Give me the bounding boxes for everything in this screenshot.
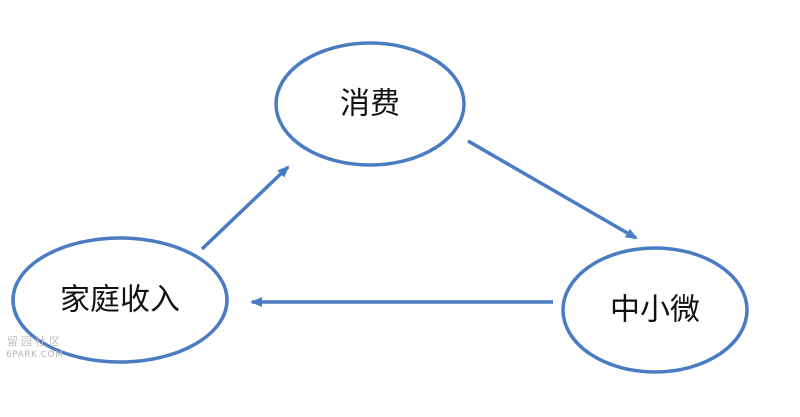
node-consumption: 消费 — [274, 41, 466, 167]
node-household-income: 家庭收入 — [11, 236, 229, 364]
watermark: 留园社区 6PARK.COM — [6, 334, 63, 360]
watermark-cn: 留园社区 — [7, 334, 63, 348]
node-smes: 中小微 — [561, 246, 749, 374]
node-household-income-label: 家庭收入 — [60, 283, 180, 318]
node-household-income-ellipse — [11, 236, 229, 364]
arrow-consumption-to-smes — [467, 139, 638, 240]
node-consumption-label: 消费 — [340, 87, 400, 122]
node-smes-ellipse — [561, 246, 749, 374]
arrow-household-income-to-consumption — [200, 165, 290, 251]
node-smes-label: 中小微 — [610, 293, 700, 328]
watermark-en: 6PARK.COM — [6, 350, 63, 360]
node-consumption-ellipse — [274, 41, 466, 167]
